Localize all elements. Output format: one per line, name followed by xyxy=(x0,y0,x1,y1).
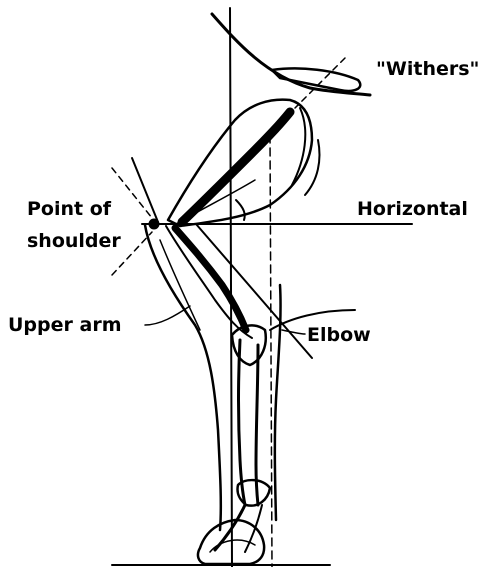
vertical-reference-line xyxy=(230,8,232,567)
label-withers: "Withers" xyxy=(376,60,479,79)
elbow-leader-line xyxy=(282,330,305,334)
label-horizontal: Horizontal xyxy=(357,200,468,219)
label-elbow: Elbow xyxy=(307,326,371,345)
humerus-bone xyxy=(175,228,246,330)
dashed-vertical-line xyxy=(270,135,272,567)
withers-outline xyxy=(212,14,370,95)
scapula-spine xyxy=(182,112,290,222)
chest-contour xyxy=(305,140,319,195)
point-of-shoulder-marker xyxy=(149,219,159,229)
label-point-of-shoulder-2: shoulder xyxy=(27,232,121,251)
label-upper-arm: Upper arm xyxy=(8,316,122,335)
upper-arm-axis-line xyxy=(196,224,312,358)
scapula-edge xyxy=(292,108,305,185)
label-point-of-shoulder-1: Point of xyxy=(27,200,111,219)
shoulder-line-solid xyxy=(132,158,158,222)
leg-back-contour xyxy=(275,285,281,520)
withers-cap xyxy=(272,68,360,90)
